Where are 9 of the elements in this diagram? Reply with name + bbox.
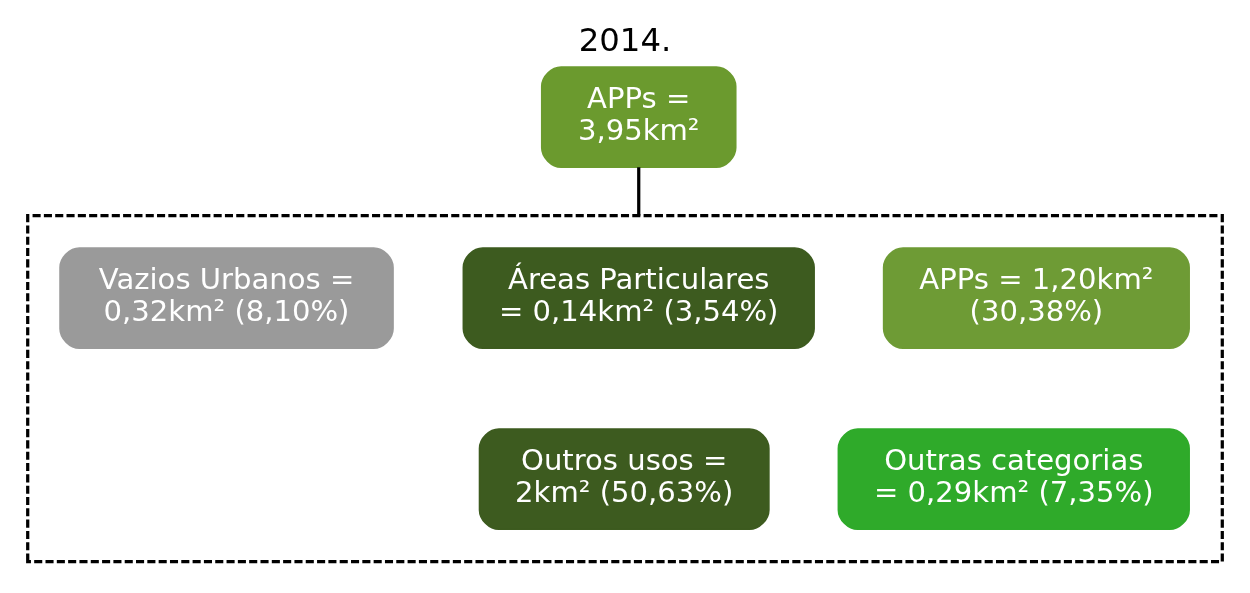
diagram-title: 2014. xyxy=(578,20,672,59)
node-box: Áreas Particulares = 0,14km² (3,54%) xyxy=(462,247,815,350)
node-box: Outras categorias = 0,29km² (7,35%) xyxy=(837,428,1190,531)
node-box: Vazios Urbanos = 0,32km² (8,10%) xyxy=(59,247,394,350)
node-box: APPs = 1,20km² (30,38%) xyxy=(882,247,1190,350)
node-box: Outros usos = 2km² (50,63%) xyxy=(478,428,770,531)
cluster xyxy=(26,214,1224,564)
connector xyxy=(637,167,641,216)
node-box: APPs = 3,95km² xyxy=(540,66,737,168)
